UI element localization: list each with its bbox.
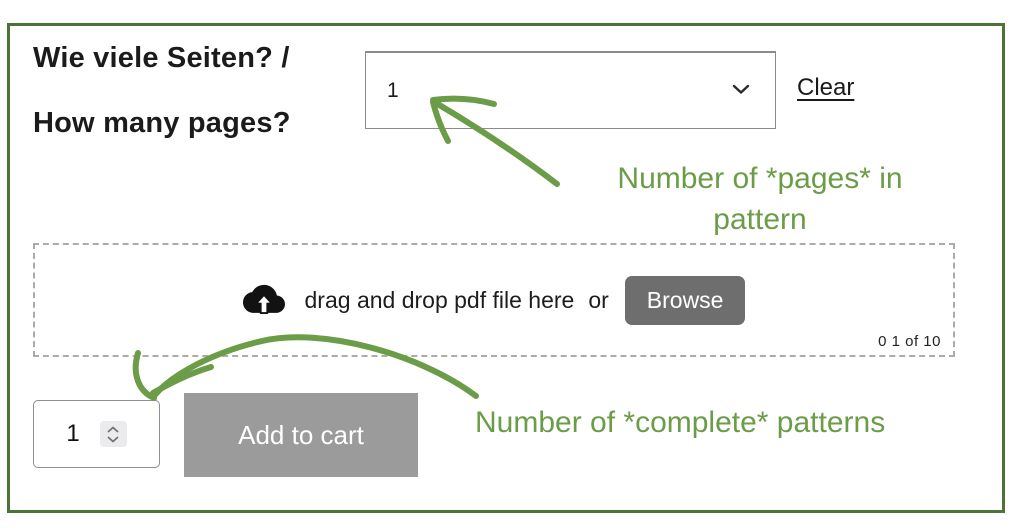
chevron-up-icon bbox=[107, 426, 119, 432]
pages-annotation: Number of *pages* in pattern bbox=[575, 158, 945, 240]
dropzone-or-label: or bbox=[588, 286, 609, 313]
dropzone-label: drag and drop pdf file here bbox=[304, 286, 575, 313]
question-heading-en: How many pages? bbox=[33, 107, 291, 139]
chevron-down-icon bbox=[107, 436, 119, 442]
quantity-stepper[interactable] bbox=[99, 421, 127, 447]
add-to-cart-button[interactable]: Add to cart bbox=[184, 393, 418, 477]
upload-counter: 0 1 of 10 bbox=[878, 333, 941, 350]
browse-button[interactable]: Browse bbox=[624, 275, 746, 325]
pages-count-select[interactable]: 1 bbox=[365, 51, 776, 129]
pages-count-value: 1 bbox=[387, 78, 399, 102]
pdf-dropzone[interactable]: drag and drop pdf file here or Browse 0 … bbox=[33, 243, 955, 357]
question-heading-de: Wie viele Seiten? / bbox=[33, 42, 290, 74]
page-border-frame bbox=[7, 23, 1005, 513]
patterns-annotation: Number of *complete* patterns bbox=[475, 406, 886, 439]
quantity-value: 1 bbox=[66, 420, 80, 447]
chevron-down-icon bbox=[732, 82, 750, 100]
pages-annotation-line2: pattern bbox=[713, 203, 807, 236]
quantity-input[interactable]: 1 bbox=[33, 400, 160, 468]
clear-link[interactable]: Clear bbox=[797, 74, 855, 101]
dropzone-content: drag and drop pdf file here or Browse bbox=[242, 275, 746, 325]
pages-annotation-line1: Number of *pages* in bbox=[617, 162, 903, 195]
cloud-upload-icon bbox=[242, 280, 285, 321]
